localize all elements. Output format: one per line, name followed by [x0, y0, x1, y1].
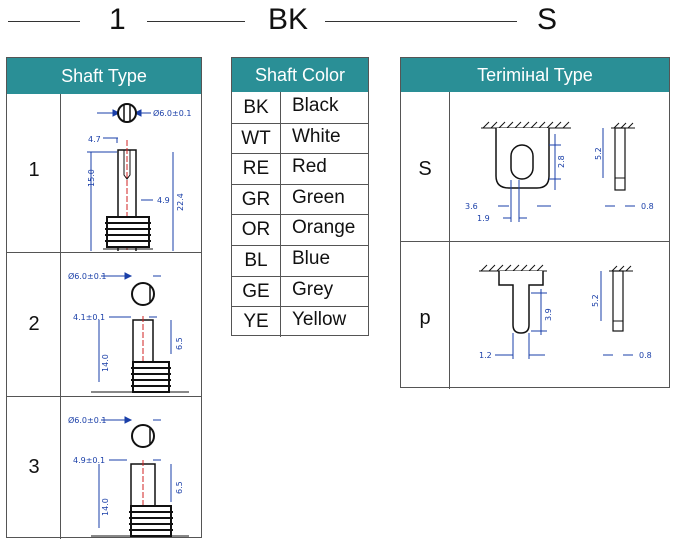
dim-label: 1.9	[477, 214, 490, 223]
code-terminal-type: S	[537, 3, 558, 36]
color-code: WT	[241, 128, 271, 149]
shaft-color-header: Shaft Color	[232, 58, 368, 92]
dim-label: 4.9	[157, 196, 170, 205]
dim-label: 4.9±0.1	[73, 456, 105, 465]
dim-label: 6.5	[175, 337, 184, 350]
dim-label: Ø6.0±0.1	[68, 271, 106, 281]
shaft-type-num: 2	[28, 313, 40, 335]
shaft-type-header: Shaft Type	[7, 58, 201, 94]
dim-label: 0.8	[641, 202, 654, 211]
shaft-type-num: 1	[28, 159, 40, 181]
dim-label: 14.0	[101, 498, 110, 516]
color-name: Blue	[292, 248, 331, 269]
shaft-3-drawing: Ø6.0±0.1 4.9±0.1 6.5 14.0	[68, 415, 189, 537]
header-line	[8, 21, 80, 22]
dim-label: 6.5	[175, 481, 184, 494]
dim-label: 15.0	[87, 169, 96, 187]
header-line	[325, 21, 517, 22]
row-divider	[7, 252, 201, 253]
column-divider	[60, 94, 61, 539]
color-name: White	[292, 126, 341, 147]
dim-label: 5.2	[591, 294, 600, 307]
color-code: OR	[241, 219, 271, 240]
terminal-type-header: Terimінal Type	[401, 58, 669, 92]
dim-label: Ø6.0±0.1	[153, 108, 191, 118]
row-divider	[401, 241, 669, 242]
terminal-type-table: Terimінal Type S p 2.8	[400, 57, 670, 389]
row-divider	[232, 276, 368, 277]
dim-label: 0.8	[639, 351, 652, 360]
terminal-type-code: S	[418, 158, 432, 180]
column-divider	[449, 92, 450, 389]
terminal-s-drawing: 2.8 3.6 1.9 5.2 0.8	[465, 121, 654, 223]
dim-label: 22.4	[176, 193, 185, 211]
shaft-1-thread	[103, 216, 153, 250]
row-divider	[232, 153, 368, 154]
row-divider	[7, 396, 201, 397]
color-code: GR	[241, 189, 271, 210]
terminal-p-drawing: 3.9 1.2 5.2 0.8	[479, 264, 652, 360]
dim-label: 3.6	[465, 202, 478, 211]
row-divider	[232, 214, 368, 215]
color-code: RE	[242, 158, 270, 179]
shaft-1-drawing: 4.7 Ø6.0±0.1 15.0 4.9 22.4	[87, 103, 191, 251]
color-name: Black	[292, 95, 339, 116]
shaft-type-num: 3	[28, 456, 40, 478]
dim-label: Ø6.0±0.1	[68, 415, 106, 425]
dim-label: 2.8	[557, 155, 566, 168]
code-shaft-color: BK	[268, 3, 309, 36]
color-name: Green	[292, 187, 345, 208]
color-code: GE	[242, 281, 270, 302]
row-divider	[232, 184, 368, 185]
header-line	[147, 21, 245, 22]
color-code: YE	[243, 311, 269, 332]
color-name: Red	[292, 156, 327, 177]
dim-label: 5.2	[594, 147, 603, 160]
code-shaft-type: 1	[109, 3, 126, 36]
color-name: Yellow	[292, 309, 347, 330]
shaft-2-drawing: Ø6.0±0.1 4.1±0.1 6.5 14.0	[68, 271, 189, 393]
dim-label: 4.7	[88, 135, 101, 144]
dim-label: 3.9	[544, 308, 553, 321]
color-code: BK	[243, 97, 269, 118]
row-divider	[232, 123, 368, 124]
color-name: Grey	[292, 279, 334, 300]
shaft-type-table: Shaft Type 1 2 3 4.7 Ø6.0±0.1 15.0 4.9 2…	[6, 57, 202, 539]
color-name: Orange	[292, 217, 356, 238]
color-code: BL	[244, 250, 268, 271]
dim-label: 4.1±0.1	[73, 313, 105, 322]
row-divider	[232, 245, 368, 246]
row-divider	[232, 306, 368, 307]
dim-label: 14.0	[101, 354, 110, 372]
terminal-type-code: p	[419, 307, 431, 329]
dim-label: 1.2	[479, 351, 492, 360]
